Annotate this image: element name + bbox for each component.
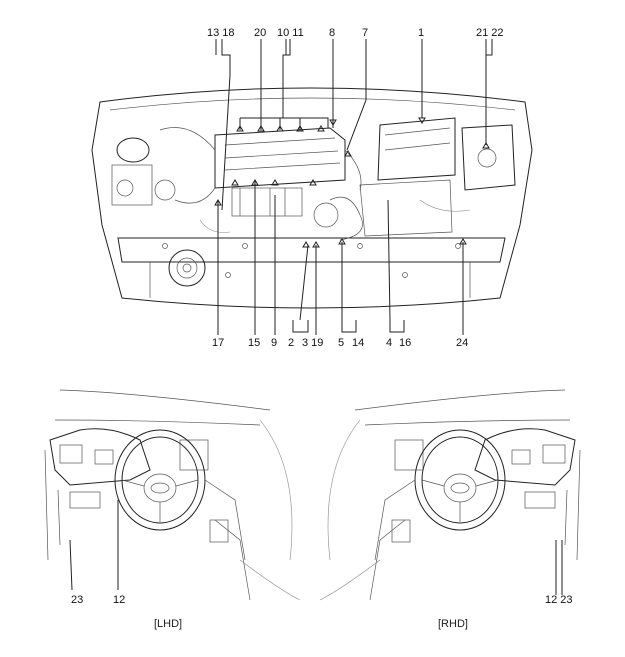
label-10-11: 10 11	[277, 27, 304, 39]
caption-lhd: [LHD]	[154, 618, 183, 630]
label-1: 1	[418, 27, 425, 39]
top-callout-lines	[215, 39, 493, 211]
label-16: 16	[399, 337, 412, 349]
label-14: 14	[352, 337, 365, 349]
callout-markers	[214, 117, 490, 248]
label-9: 9	[271, 337, 278, 349]
label-20: 20	[254, 27, 267, 39]
lhd-label-12: 12	[113, 594, 126, 606]
label-2: 2	[288, 337, 295, 349]
engine-bay-drawing	[91, 87, 533, 309]
rhd-cabin-drawing	[319, 389, 581, 601]
label-17: 17	[212, 337, 225, 349]
label-4: 4	[386, 337, 393, 349]
label-3-19: 3 19	[302, 337, 324, 349]
label-8: 8	[329, 27, 336, 39]
label-13-18: 13 18	[207, 27, 235, 39]
label-15: 15	[248, 337, 261, 349]
label-24: 24	[456, 337, 469, 349]
caption-rhd: [RHD]	[438, 618, 468, 630]
lhd-cabin-drawing	[44, 389, 301, 601]
rhd-label-12-23: 12 23	[545, 594, 573, 606]
label-7: 7	[362, 27, 369, 39]
bottom-callout-lines	[217, 180, 464, 335]
label-5: 5	[338, 337, 345, 349]
label-21-22: 21 22	[476, 27, 504, 39]
lhd-label-23: 23	[71, 594, 84, 606]
